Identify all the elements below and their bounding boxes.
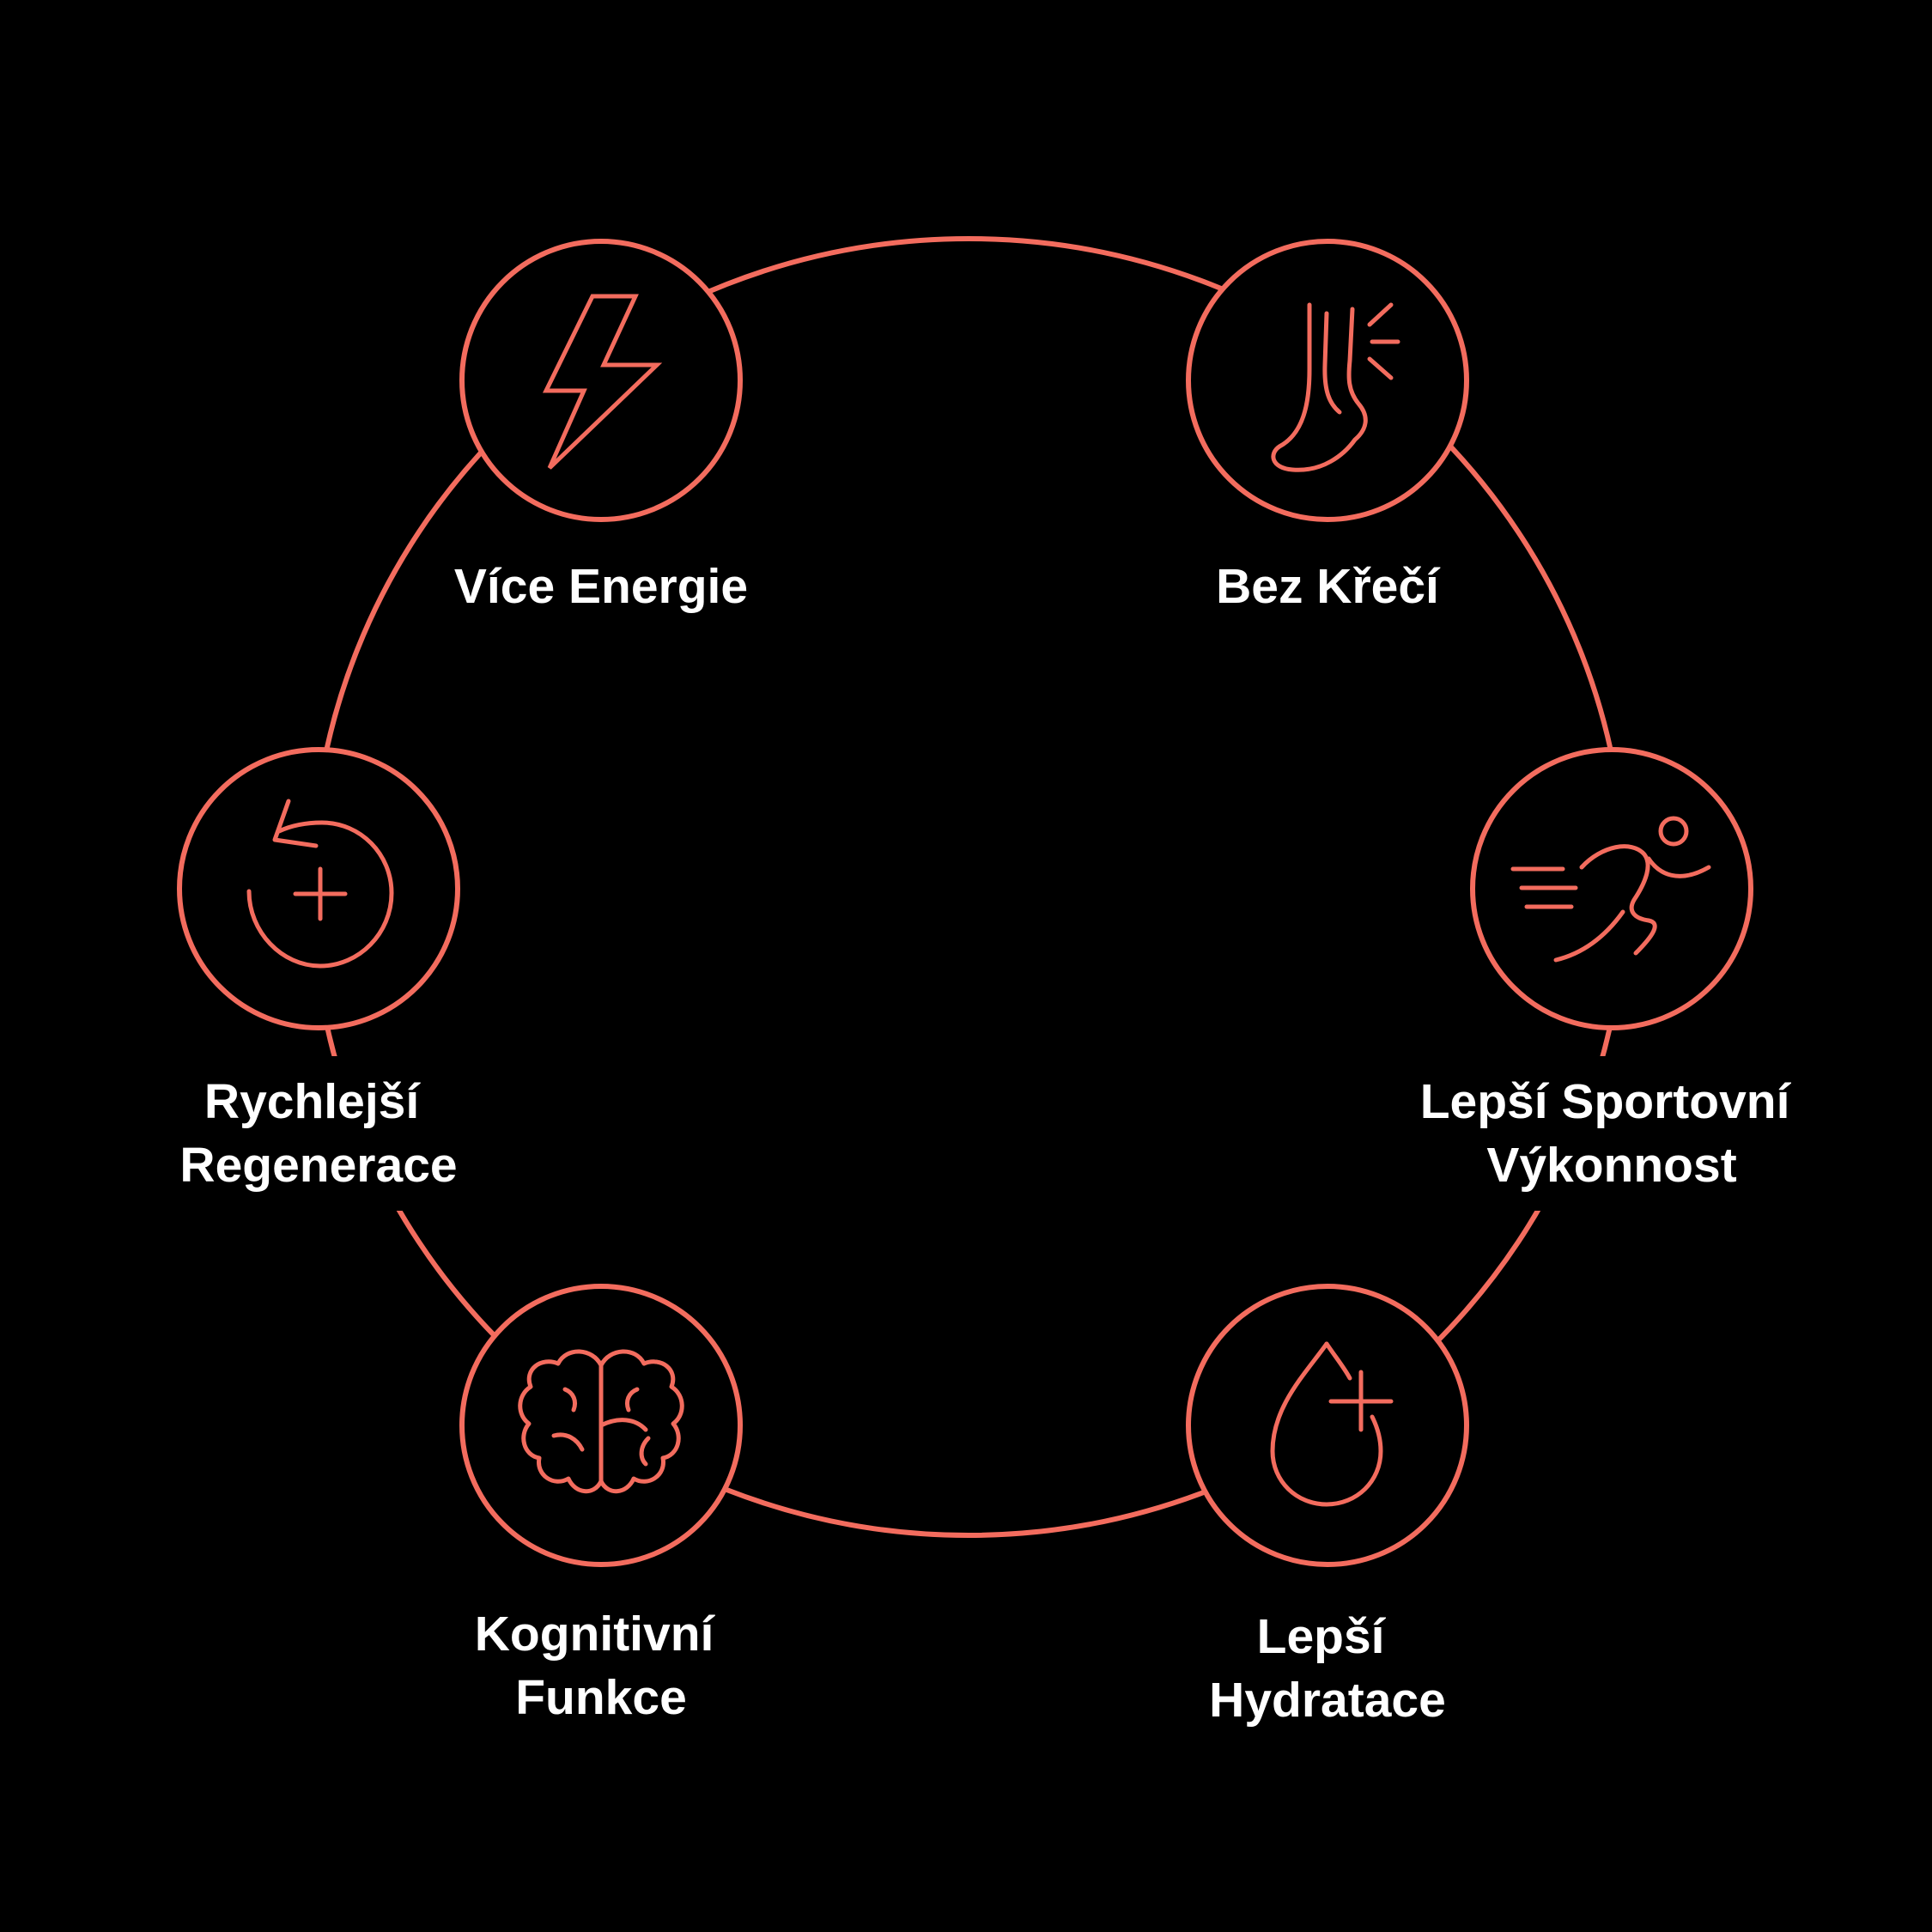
- benefit-label-no-cramps: Bez Křečí: [1216, 559, 1441, 614]
- recovery-cycle-icon: [246, 799, 394, 969]
- benefit-label-energy: Více Energie: [454, 559, 748, 614]
- runner-icon: [1510, 816, 1711, 963]
- benefit-node-cognitive: Kognitivní Funkce: [459, 1284, 743, 1725]
- node-circle: [1470, 747, 1753, 1030]
- benefit-label-hydration: Lepší Hydratace: [1209, 1609, 1446, 1728]
- benefit-node-hydration: Lepší Hydratace: [1186, 1284, 1469, 1728]
- benefit-label-sport-performance: Lepší Sportovní Výkonnost: [1420, 1074, 1804, 1193]
- benefit-label-line: Kognitivní: [475, 1607, 716, 1662]
- benefit-label-line: Lepší: [1257, 1609, 1387, 1664]
- benefit-node-no-cramps: Bez Křečí: [1186, 239, 1469, 614]
- benefit-label-cognitive: Kognitivní Funkce: [475, 1607, 727, 1725]
- benefit-label-line: Více Energie: [454, 559, 748, 614]
- leg-cramp-icon: [1271, 302, 1400, 472]
- benefit-node-energy: Více Energie: [454, 239, 748, 614]
- benefit-label-line: Bez Křečí: [1216, 559, 1441, 614]
- node-circle: [1186, 239, 1469, 522]
- brain-icon: [518, 1349, 684, 1494]
- benefit-node-sport-performance: Lepší Sportovní Výkonnost: [1420, 747, 1804, 1193]
- lightning-bolt-icon: [542, 294, 663, 470]
- node-circle: [459, 239, 743, 522]
- benefit-node-regeneration: Rychlejší Regenerace: [177, 747, 460, 1193]
- water-drop-plus-icon: [1270, 1341, 1394, 1507]
- benefit-label-line: Regenerace: [179, 1138, 457, 1193]
- benefit-label-line: Funkce: [515, 1670, 687, 1725]
- benefit-label-line: Výkonnost: [1486, 1138, 1736, 1193]
- benefit-label-line: Lepší Sportovní: [1420, 1074, 1792, 1129]
- benefit-label-line: Hydratace: [1209, 1673, 1446, 1728]
- benefit-label-line: Rychlejší: [204, 1074, 421, 1129]
- node-circle: [1186, 1284, 1469, 1567]
- label-knockouts: [155, 550, 1825, 1211]
- benefit-label-regeneration: Rychlejší Regenerace: [179, 1074, 457, 1193]
